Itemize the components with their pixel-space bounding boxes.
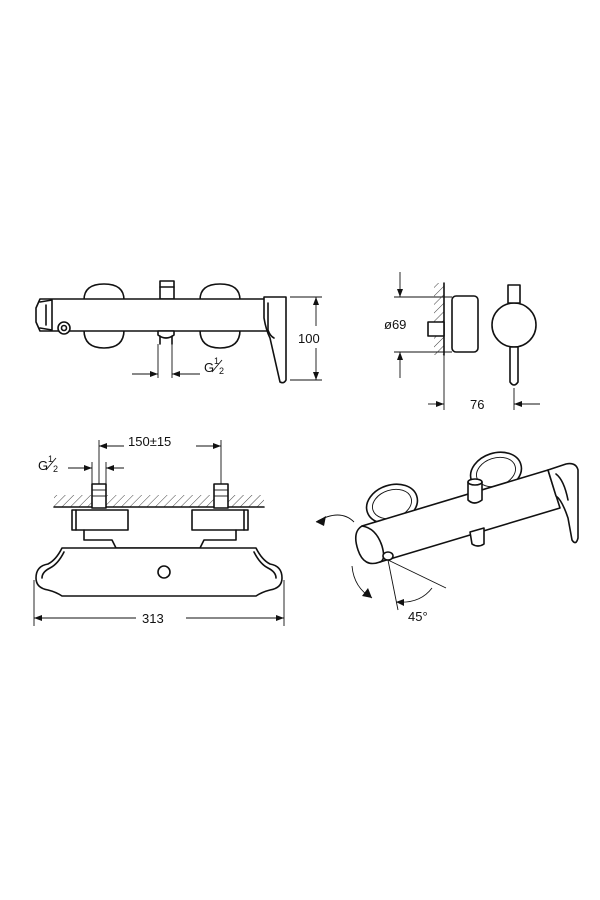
dimension-width: 313 bbox=[142, 611, 164, 626]
dimension-height: 100 bbox=[298, 331, 320, 346]
thread-letter-front: G bbox=[38, 458, 48, 473]
front-view bbox=[33, 440, 285, 626]
dimension-depth: 76 bbox=[470, 397, 484, 412]
dimension-angle: 45° bbox=[408, 609, 428, 624]
side-view bbox=[394, 272, 540, 410]
dimension-diameter: ø69 bbox=[384, 317, 406, 332]
dimension-spacing: 150±15 bbox=[128, 434, 171, 449]
thread-numerator-front: 1 bbox=[48, 454, 53, 464]
thread-numerator-top: 1 bbox=[214, 356, 219, 366]
thread-letter-top: G bbox=[204, 360, 214, 375]
thread-denominator-front: 2 bbox=[53, 464, 58, 474]
isometric-view bbox=[315, 451, 579, 611]
thread-denominator-top: 2 bbox=[219, 366, 224, 376]
top-view bbox=[35, 280, 322, 384]
